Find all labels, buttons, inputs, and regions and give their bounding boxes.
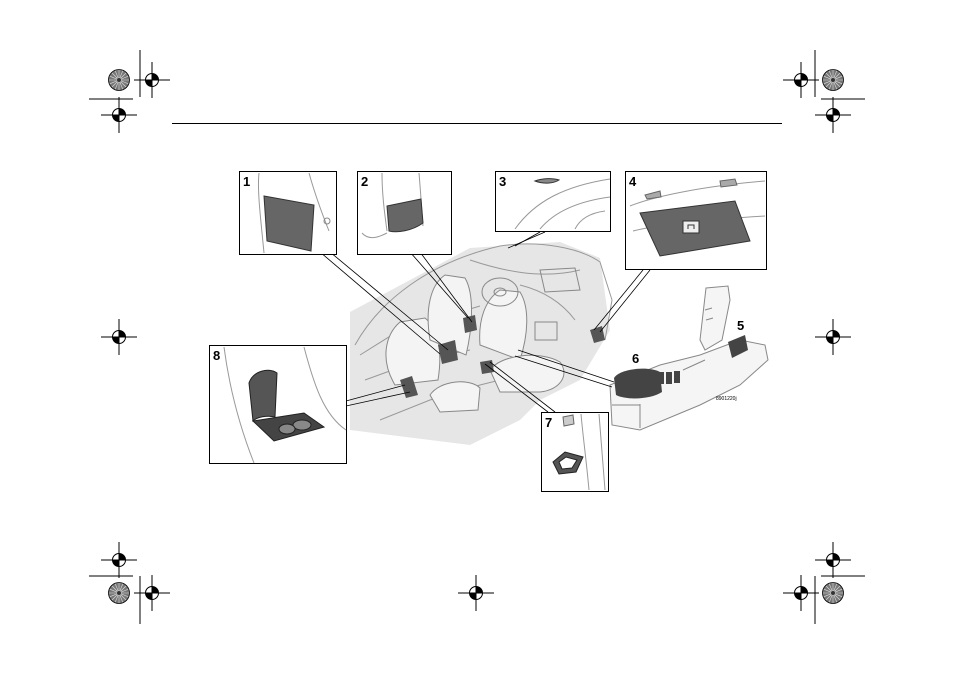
callout-6: 6 — [632, 351, 639, 366]
inset-1-number: 1 — [243, 174, 250, 189]
inset-8-number: 8 — [213, 348, 220, 363]
image-code: 8901220j — [716, 396, 737, 402]
inset-7-number: 7 — [545, 415, 552, 430]
inset-2-seat-pocket: 2 — [357, 171, 452, 255]
inset-8-rear-armrest: 8 — [209, 345, 347, 464]
inset-3-dashboard-holder: 3 — [495, 171, 611, 232]
inset-4-number: 4 — [629, 174, 637, 189]
inset-1-seat-back-pocket: 1 — [239, 171, 337, 255]
callout-5: 5 — [737, 318, 744, 333]
inset-7-cup-holder: 7 — [541, 412, 609, 492]
inset-3-number: 3 — [499, 174, 506, 189]
inset-2-number: 2 — [361, 174, 368, 189]
inset-4-glove-compartment: 4 — [625, 171, 767, 270]
